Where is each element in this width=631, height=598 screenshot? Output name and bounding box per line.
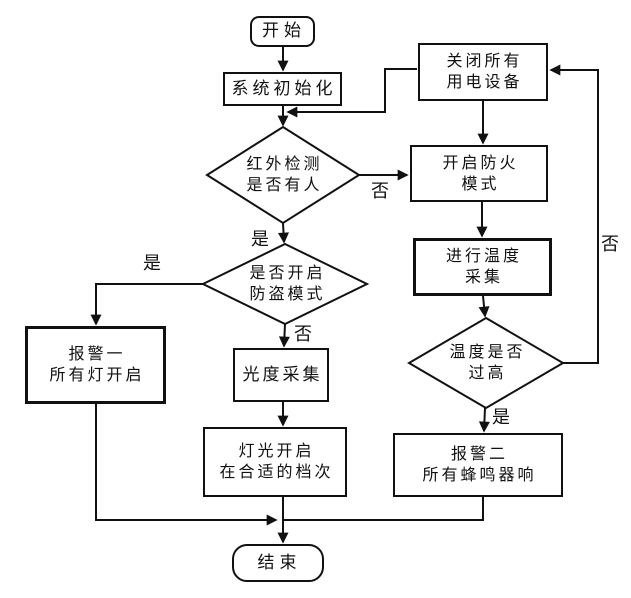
infrared-check-diamond bbox=[205, 125, 361, 225]
burglar-mode-check-diamond bbox=[200, 242, 370, 326]
system-init-label: 系统初始化 bbox=[231, 78, 337, 99]
label-burglar-no: 否 bbox=[294, 324, 312, 345]
start-node: 开始 bbox=[250, 16, 315, 47]
fire-mode-node: 开启防火 模式 bbox=[410, 145, 548, 202]
label-temp-no: 否 bbox=[601, 234, 619, 255]
edge-alarm2-to-junction bbox=[283, 497, 484, 521]
system-init-node: 系统初始化 bbox=[223, 72, 342, 106]
burglar-mode-check-label: 是否开启 防盗模式 bbox=[216, 260, 356, 308]
light-on-line2: 在合适的档次 bbox=[219, 462, 334, 481]
light-on-line1: 灯光开启 bbox=[238, 441, 315, 461]
temp-check-label: 温度是否 过高 bbox=[416, 339, 556, 387]
temp-collect-line2: 采集 bbox=[464, 267, 503, 286]
light-collect-node: 光度采集 bbox=[233, 348, 329, 402]
edge-tempcollect-to-tempcheck bbox=[478, 295, 490, 318]
start-label: 开始 bbox=[262, 21, 306, 42]
infrared-check-line2: 是否有人 bbox=[246, 175, 323, 194]
burglar-check-line2: 防盗模式 bbox=[249, 284, 326, 303]
alarm-one-line1: 报警一 bbox=[68, 344, 126, 364]
label-burglar-yes: 是 bbox=[143, 253, 161, 274]
power-off-node: 关闭所有 用电设备 bbox=[418, 43, 548, 101]
alarm-one-node: 报警一 所有灯开启 bbox=[25, 326, 166, 404]
label-infrared-yes: 是 bbox=[251, 229, 269, 250]
edge-alarm1-to-junction bbox=[95, 404, 278, 526]
alarm-two-node: 报警二 所有蜂鸣器响 bbox=[393, 433, 563, 497]
alarm-two-line2: 所有蜂鸣器响 bbox=[422, 465, 537, 484]
light-on-node: 灯光开启 在合适的档次 bbox=[203, 427, 347, 497]
edge-burglar-no-to-lightcollect bbox=[278, 323, 290, 348]
fire-mode-line1: 开启防火 bbox=[442, 152, 519, 172]
temp-collect-node: 进行温度 采集 bbox=[413, 238, 552, 296]
temp-collect-line1: 进行温度 bbox=[445, 246, 522, 266]
edge-poweroff-to-junction bbox=[286, 68, 417, 118]
infrared-check-line1: 红外检测 bbox=[246, 154, 323, 174]
temp-check-line2: 过高 bbox=[468, 363, 507, 382]
temp-check-line1: 温度是否 bbox=[449, 342, 526, 362]
edge-burglar-yes-to-alarm1 bbox=[90, 283, 204, 326]
alarm-one-line2: 所有灯开启 bbox=[49, 365, 145, 384]
edge-infrared-yes-to-burglar bbox=[278, 222, 290, 244]
fire-mode-line2: 模式 bbox=[461, 173, 500, 193]
light-collect-label: 光度采集 bbox=[242, 364, 323, 385]
alarm-two-line1: 报警二 bbox=[450, 444, 508, 464]
end-label: 结束 bbox=[257, 552, 302, 573]
power-off-line1: 关闭所有 bbox=[446, 51, 523, 71]
burglar-check-line1: 是否开启 bbox=[249, 263, 326, 283]
end-node: 结束 bbox=[232, 544, 324, 582]
label-temp-yes: 是 bbox=[492, 407, 510, 428]
label-infrared-no: 否 bbox=[371, 181, 389, 202]
power-off-line2: 用电设备 bbox=[446, 72, 523, 91]
edge-tempcheck-yes-to-alarm2 bbox=[478, 407, 490, 433]
temp-check-diamond bbox=[407, 316, 565, 410]
infrared-check-label: 红外检测 是否有人 bbox=[213, 151, 353, 199]
edge-tempcheck-no-feedback bbox=[549, 64, 599, 364]
